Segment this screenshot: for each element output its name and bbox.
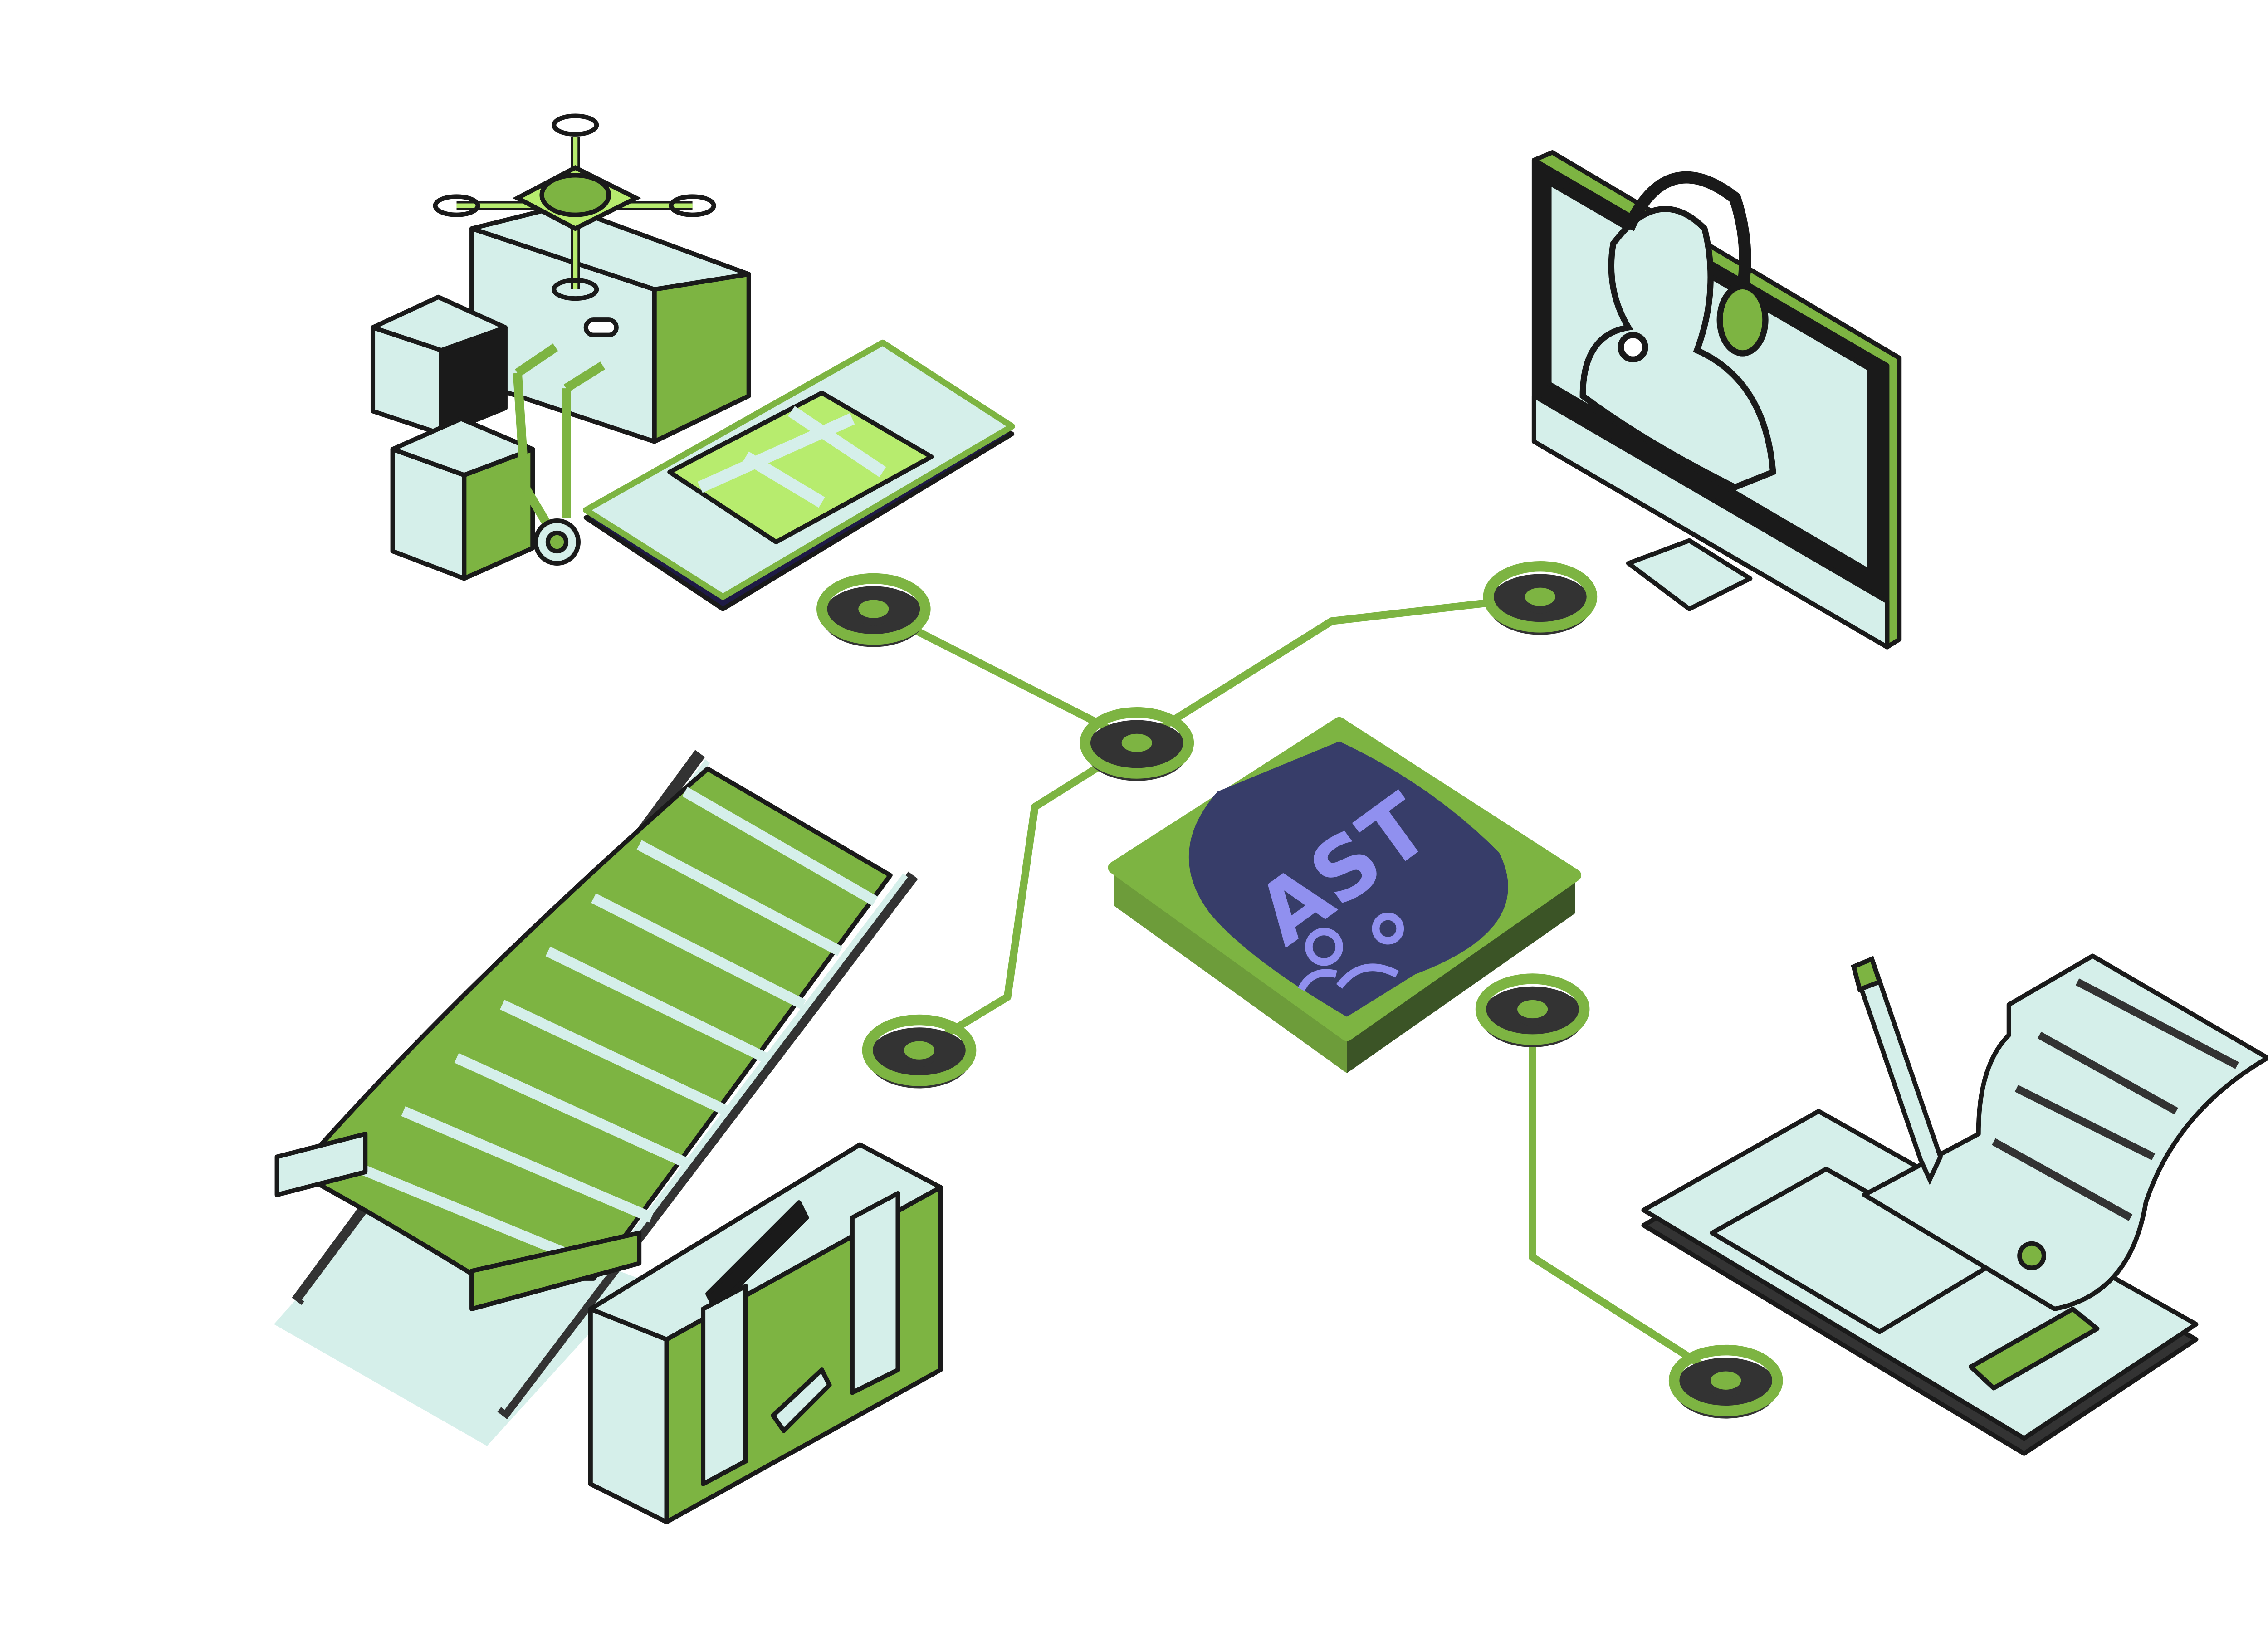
network-node-icon — [1483, 561, 1598, 635]
receipt-lines — [1992, 978, 2239, 1221]
smartphone-map-icon — [583, 339, 1015, 611]
network-node-icon — [1668, 1344, 1783, 1419]
drone-icon — [433, 113, 716, 301]
receipt-icon — [1862, 953, 2268, 1312]
hand-truck-icon — [513, 343, 605, 566]
smartphone-form-icon — [1641, 1109, 2199, 1456]
people-icon — [1298, 912, 1404, 991]
network-node-icon — [1080, 707, 1194, 781]
network-node-icon — [1475, 973, 1590, 1047]
network-nodes — [816, 561, 1783, 1419]
network-node-icon — [862, 1014, 977, 1089]
pen-icon — [1851, 956, 1943, 1185]
deck-chair-icon — [274, 750, 918, 1446]
suitcase-icon — [588, 1142, 943, 1524]
ast-logo-chip: AST — [1108, 717, 1581, 1073]
chair-stripes — [348, 787, 878, 1276]
network-node-icon — [816, 573, 931, 647]
headset-agent-icon — [1579, 171, 1776, 491]
